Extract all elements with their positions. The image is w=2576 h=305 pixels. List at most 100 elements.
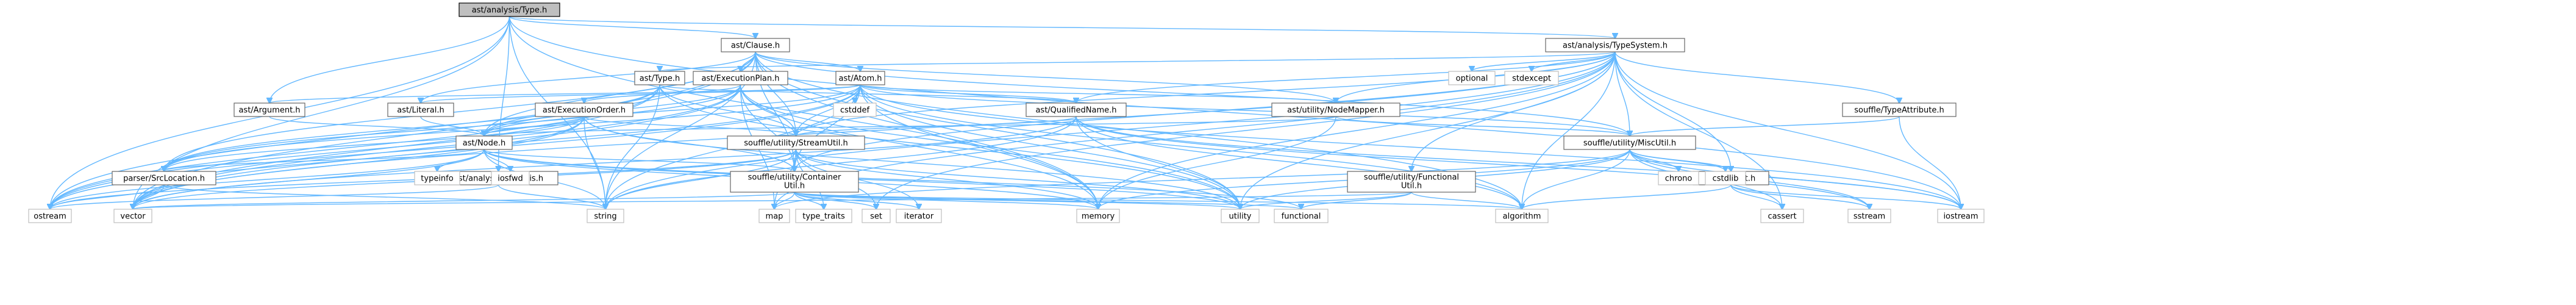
node-label: cstdlib <box>1713 174 1739 184</box>
node-miscutil[interactable]: souffle/utility/MiscUtil.h <box>1563 135 1696 150</box>
node-label: algorithm <box>1503 212 1541 221</box>
edge-clause-to-atom <box>755 51 860 71</box>
edge-execorder-to-srcloc <box>164 116 585 171</box>
node-box <box>1347 171 1476 193</box>
node-box <box>758 209 790 223</box>
edge-typesystem-to-utility <box>1240 51 1616 209</box>
node-qualname[interactable]: ast/QualifiedName.h <box>1026 102 1127 117</box>
edge-container-to-utility <box>794 192 1240 209</box>
node-label: functional <box>1282 212 1321 221</box>
node-utility: utility <box>1221 209 1260 223</box>
edge-atom-to-srcloc <box>164 84 861 171</box>
node-execplan[interactable]: ast/ExecutionPlan.h <box>693 71 788 85</box>
node-box <box>414 171 460 185</box>
edge-execorder-to-node <box>484 116 585 136</box>
node-clause[interactable]: ast/Clause.h <box>721 38 790 52</box>
edge-root-to-memory <box>508 16 1099 209</box>
edge-execplan-to-memory <box>740 84 1099 209</box>
node-typeattr[interactable]: souffle/TypeAttribute.h <box>1842 102 1957 117</box>
edge-clause-to-nodemapper <box>755 51 1336 103</box>
node-label: string <box>594 212 616 221</box>
edge-miscutil-to-cstdlib <box>1629 149 1725 171</box>
node-iostream: iostream <box>1937 209 1985 223</box>
edge-node-to-container <box>483 149 794 171</box>
edge-container-to-vector <box>133 192 795 209</box>
node-atom[interactable]: ast/Atom.h <box>835 71 885 85</box>
node-box <box>1658 171 1699 185</box>
node-nodemapper[interactable]: ast/utility/NodeMapper.h <box>1271 102 1400 117</box>
edge-execplan-to-execorder <box>584 84 741 103</box>
node-cstddef: cstddef <box>833 102 877 117</box>
node-typesystem[interactable]: ast/analysis/TypeSystem.h <box>1545 38 1685 52</box>
node-label: sstream <box>1854 212 1885 221</box>
edge-argument-to-node <box>269 116 484 136</box>
node-label: ast/Type.h <box>640 74 680 84</box>
edge-qualname-to-sstream <box>1076 116 1869 209</box>
node-label-line: souffle/utility/Container <box>748 173 841 182</box>
node-box <box>896 209 942 223</box>
node-cstdlib: cstdlib <box>1705 171 1746 185</box>
edge-execplan-to-srcloc <box>164 84 741 171</box>
node-label: iterator <box>904 212 934 221</box>
edge-typesystem-to-qualname <box>1076 51 1616 103</box>
node-box <box>1504 71 1559 85</box>
edge-typesystem-to-typeattr <box>1614 51 1899 103</box>
node-type[interactable]: ast/Type.h <box>634 71 685 85</box>
edge-typesystem-to-iostream <box>1614 51 1961 209</box>
node-streamutil[interactable]: souffle/utility/StreamUtil.h <box>727 135 865 150</box>
node-box <box>1076 209 1120 223</box>
node-label-line: Util.h <box>784 182 805 191</box>
node-srcloc[interactable]: parser/SrcLocation.h <box>112 171 216 185</box>
edge-execorder-to-utility <box>583 116 1240 209</box>
node-ostream: ostream <box>28 209 72 223</box>
edge-typeattr-to-miscutil <box>1630 116 1900 136</box>
node-label: ast/Argument.h <box>238 106 300 115</box>
edge-tinyformat-to-cassert <box>1730 184 1782 209</box>
edge-type-to-qualname <box>659 84 1076 103</box>
node-type_traits: type_traits <box>795 209 852 223</box>
node-box <box>28 209 72 223</box>
node-label: cstddef <box>840 106 870 115</box>
node-label: memory <box>1082 212 1115 221</box>
edge-root-to-argument <box>269 16 510 103</box>
node-iterator: iterator <box>896 209 942 223</box>
node-vector: vector <box>113 209 152 223</box>
node-execorder[interactable]: ast/ExecutionOrder.h <box>535 102 633 117</box>
edge-typesystem-to-miscutil <box>1614 51 1630 136</box>
node-label-line: Util.h <box>1401 182 1422 191</box>
edge-typesystem-to-cassert <box>1614 51 1782 209</box>
node-label-line: souffle/utility/Functional <box>1364 173 1459 182</box>
node-label: type_traits <box>802 212 845 221</box>
node-memory: memory <box>1076 209 1120 223</box>
edge-typesystem-to-streamutil <box>796 51 1616 136</box>
edge-node-to-vector <box>133 149 485 209</box>
edge-typesystem-to-type <box>660 51 1616 71</box>
node-box <box>1271 102 1400 117</box>
node-box <box>730 171 859 193</box>
edge-miscutil-to-iostream <box>1629 149 1961 209</box>
node-literal[interactable]: ast/Literal.h <box>387 102 454 117</box>
edge-srcloc-to-string <box>163 184 605 209</box>
node-label: iosfwd <box>498 174 523 184</box>
edge-functional-to-functional_h <box>1301 192 1412 209</box>
node-stdexcept: stdexcept <box>1504 71 1559 85</box>
node-label: chrono <box>1665 174 1693 184</box>
node-label: ast/QualifiedName.h <box>1035 106 1116 115</box>
node-node[interactable]: ast/Node.h <box>455 135 513 150</box>
edge-atom-to-utility <box>860 84 1240 209</box>
node-label: ast/ExecutionPlan.h <box>701 74 779 84</box>
node-argument[interactable]: ast/Argument.h <box>234 102 305 117</box>
node-box <box>1221 209 1260 223</box>
node-box <box>862 209 891 223</box>
edge-typesystem-to-stdexcept <box>1532 51 1616 71</box>
edge-container-to-iterator <box>794 192 919 209</box>
node-root[interactable]: ast/analysis/Type.h <box>458 2 560 17</box>
edge-tinyformat-to-sstream <box>1730 184 1869 209</box>
edge-execorder-to-streamutil <box>583 116 796 136</box>
edge-streamutil-to-utility <box>795 149 1241 209</box>
edge-nodemapper-to-node <box>484 116 1336 136</box>
edge-qualname-to-algorithm <box>1076 116 1522 209</box>
